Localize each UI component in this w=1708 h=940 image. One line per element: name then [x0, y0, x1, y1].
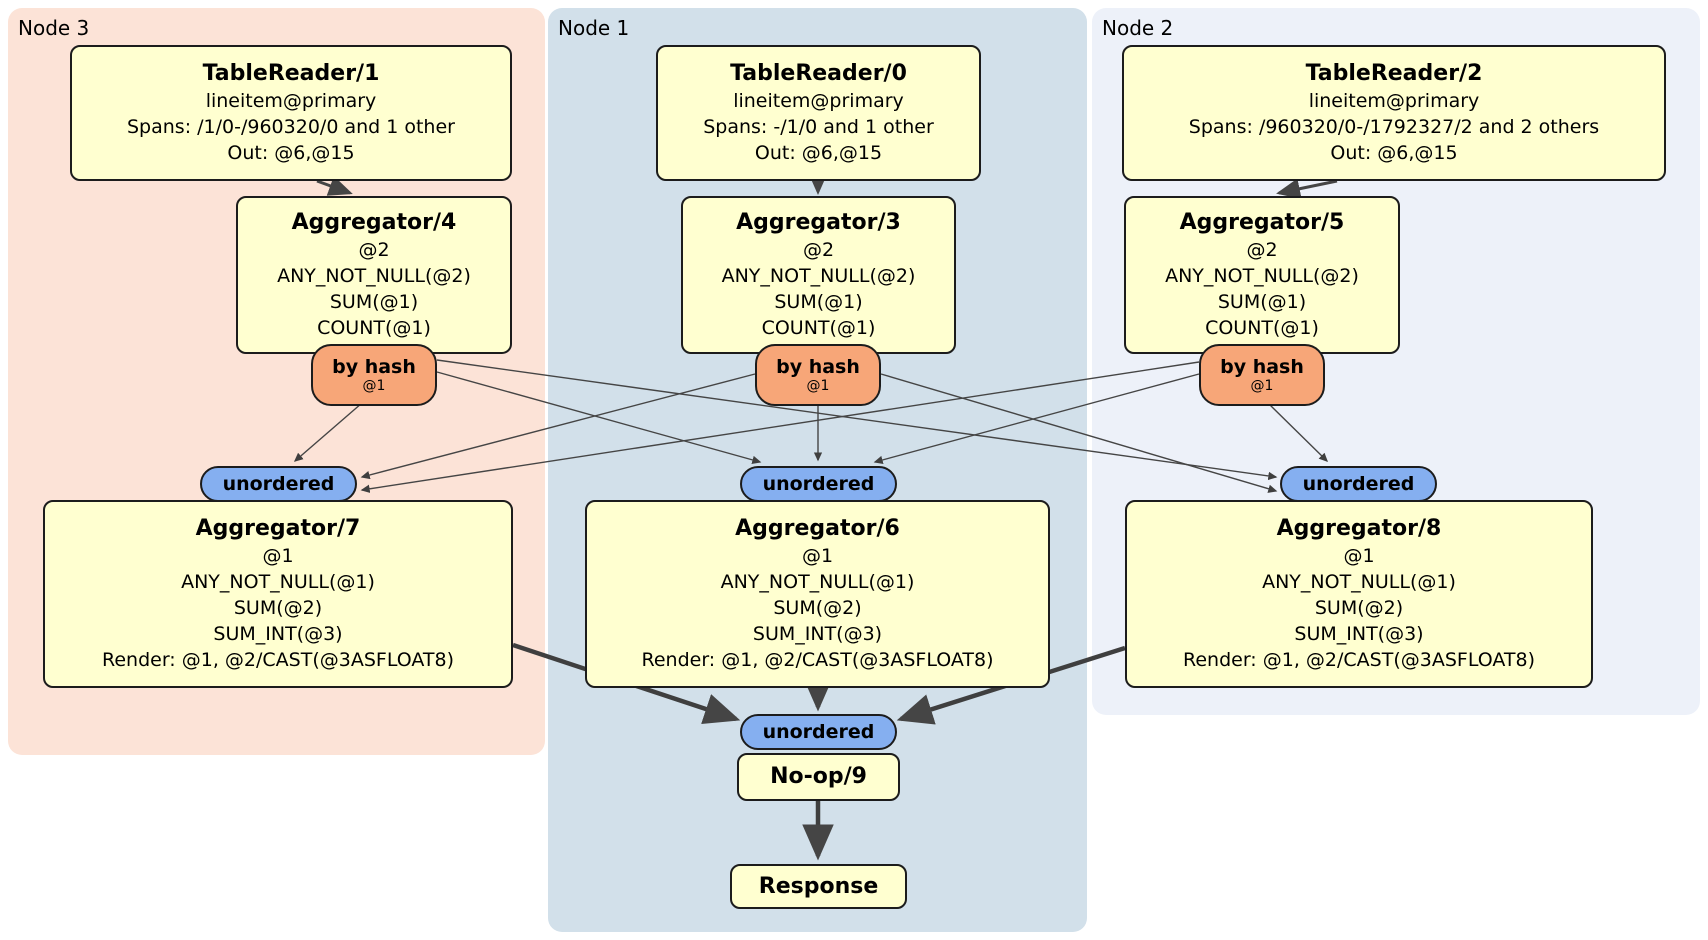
processor-line: SUM(@1) [329, 291, 419, 313]
processor-line: Out: @6,@15 [754, 142, 883, 164]
router-by-hash-node1: by hash @1 [755, 344, 881, 406]
router-by-hash-node2: by hash @1 [1199, 344, 1325, 406]
processor-noop-9: No-op/9 [737, 753, 900, 801]
processor-aggregator-4: Aggregator/4 @2 ANY_NOT_NULL(@2) SUM(@1)… [236, 196, 512, 354]
processor-line: ANY_NOT_NULL(@2) [1165, 265, 1359, 287]
edge-hash3-sync3 [293, 402, 363, 462]
sync-unordered-node2: unordered [1280, 466, 1437, 502]
processor-aggregator-5: Aggregator/5 @2 ANY_NOT_NULL(@2) SUM(@1)… [1124, 196, 1400, 354]
processor-line: lineitem@primary [205, 90, 377, 112]
processor-title: Response [758, 873, 879, 899]
processor-line: Spans: -/1/0 and 1 other [703, 116, 934, 138]
edge-tr2-agg5 [1276, 178, 1338, 200]
processor-title: TableReader/2 [1305, 61, 1483, 86]
processor-line: Render: @1, @2/CAST(@3ASFLOAT8) [641, 649, 994, 671]
processor-title: Aggregator/6 [735, 516, 900, 541]
router-label: by hash [776, 356, 860, 378]
edge-hash2-sync3 [360, 361, 1200, 493]
processor-line: SUM(@2) [773, 597, 862, 619]
processor-line: COUNT(@1) [1205, 317, 1319, 339]
processor-title: Aggregator/8 [1276, 516, 1442, 541]
processor-line: @1 [262, 545, 294, 567]
processor-line: SUM(@2) [1314, 597, 1404, 619]
processor-line: Spans: /1/0-/960320/0 and 1 other [127, 116, 455, 138]
sync-label: unordered [1302, 473, 1415, 495]
router-key: @1 [806, 378, 830, 394]
processor-line: lineitem@primary [1308, 90, 1480, 112]
router-by-hash-node3: by hash @1 [311, 344, 437, 406]
processor-line: @1 [801, 545, 834, 567]
sync-unordered-final: unordered [740, 714, 897, 750]
processor-response: Response [730, 864, 907, 909]
processor-line: ANY_NOT_NULL(@1) [720, 571, 915, 593]
processor-aggregator-8: Aggregator/8 @1 ANY_NOT_NULL(@1) SUM(@2)… [1125, 500, 1593, 688]
region-node2-label: Node 2 [1102, 16, 1174, 40]
processor-tablereader-1: TableReader/1 lineitem@primary Spans: /1… [70, 45, 512, 181]
processor-line: @2 [1246, 239, 1278, 261]
processor-line: COUNT(@1) [317, 317, 431, 339]
processor-line: Render: @1, @2/CAST(@3ASFLOAT8) [1183, 649, 1535, 671]
sync-unordered-node1: unordered [740, 466, 897, 502]
processor-line: lineitem@primary [733, 90, 904, 112]
processor-line: ANY_NOT_NULL(@2) [277, 265, 471, 287]
processor-line: ANY_NOT_NULL(@1) [1262, 571, 1456, 593]
processor-line: Spans: /960320/0-/1792327/2 and 2 others [1188, 116, 1600, 138]
processor-line: ANY_NOT_NULL(@1) [181, 571, 375, 593]
edge-tr1-agg4 [316, 175, 353, 196]
processor-tablereader-0: TableReader/0 lineitem@primary Spans: -/… [656, 45, 981, 181]
router-key: @1 [362, 378, 386, 394]
sync-label: unordered [762, 473, 875, 495]
processor-line: SUM_INT(@3) [1294, 623, 1424, 645]
processor-title: TableReader/0 [730, 61, 907, 86]
processor-aggregator-3: Aggregator/3 @2 ANY_NOT_NULL(@2) SUM(@1)… [681, 196, 956, 354]
processor-line: COUNT(@1) [761, 317, 876, 339]
processor-line: ANY_NOT_NULL(@2) [721, 265, 916, 287]
processor-aggregator-6: Aggregator/6 @1 ANY_NOT_NULL(@1) SUM(@2)… [585, 500, 1050, 688]
router-label: by hash [332, 356, 416, 378]
processor-line: Render: @1, @2/CAST(@3ASFLOAT8) [102, 649, 454, 671]
region-node3-label: Node 3 [18, 16, 90, 40]
edge-hash2-sync2 [1267, 402, 1328, 462]
edge-hash1-sync3 [360, 373, 756, 480]
router-key: @1 [1250, 378, 1274, 394]
edge-hash3-sync2 [436, 359, 1278, 481]
processor-line: @2 [802, 239, 835, 261]
processor-line: SUM_INT(@3) [213, 623, 343, 645]
processor-line: SUM(@1) [774, 291, 863, 313]
sync-label: unordered [762, 721, 875, 743]
processor-title: Aggregator/4 [291, 210, 457, 235]
processor-title: TableReader/1 [202, 61, 380, 86]
processor-line: @1 [1343, 545, 1375, 567]
processor-title: Aggregator/7 [195, 516, 361, 541]
processor-line: @2 [358, 239, 390, 261]
sync-unordered-node3: unordered [200, 466, 357, 502]
sync-label: unordered [222, 473, 335, 495]
edge-hash3-sync1 [436, 371, 762, 464]
processor-tablereader-2: TableReader/2 lineitem@primary Spans: /9… [1122, 45, 1666, 181]
processor-title: Aggregator/5 [1179, 210, 1345, 235]
processor-title: No-op/9 [770, 764, 867, 789]
processor-line: Out: @6,@15 [1330, 142, 1458, 164]
processor-line: SUM(@1) [1217, 291, 1307, 313]
edge-hash1-sync2 [880, 373, 1278, 493]
edge-hash2-sync1 [873, 373, 1200, 465]
processor-line: SUM(@2) [233, 597, 323, 619]
processor-line: Out: @6,@15 [227, 142, 355, 164]
processor-line: SUM_INT(@3) [752, 623, 883, 645]
region-node1-label: Node 1 [558, 16, 630, 40]
processor-aggregator-7: Aggregator/7 @1 ANY_NOT_NULL(@1) SUM(@2)… [43, 500, 513, 688]
router-label: by hash [1220, 356, 1304, 378]
processor-title: Aggregator/3 [736, 210, 901, 235]
